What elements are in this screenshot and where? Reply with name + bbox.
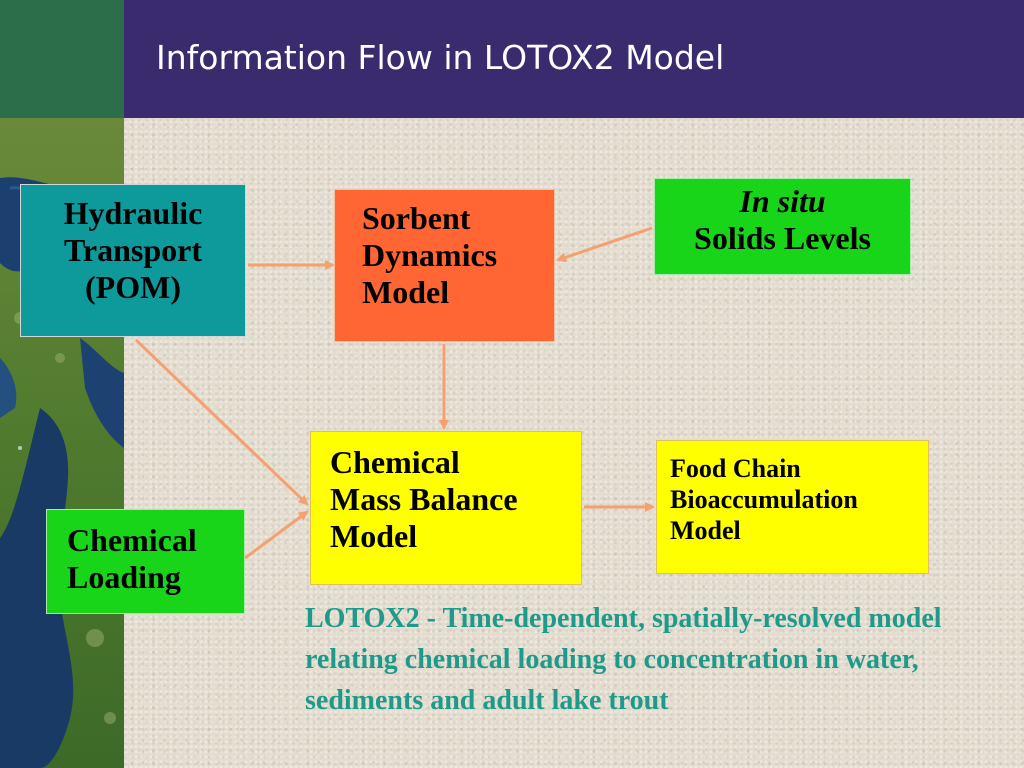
model-description: LOTOX2 - Time-dependent, spatially-resol… bbox=[305, 603, 942, 716]
slide-title: Information Flow in LOTOX2 Model bbox=[156, 38, 725, 77]
header-bar bbox=[124, 0, 1024, 118]
box-line: Hydraulic bbox=[63, 195, 203, 231]
box-line: Sorbent bbox=[362, 200, 471, 236]
food-chain-box: Food Chain Bioaccumulation Model bbox=[656, 440, 929, 574]
box-line: Chemical bbox=[67, 522, 197, 558]
in-situ-solids-box: In situ Solids Levels bbox=[654, 178, 911, 275]
box-line: Food Chain bbox=[670, 454, 801, 483]
box-line: Transport bbox=[63, 231, 203, 268]
box-line: Dynamics bbox=[362, 236, 498, 273]
box-line: Mass Balance bbox=[330, 480, 518, 517]
box-line: Solids Levels bbox=[694, 219, 871, 256]
box-line-italic: In situ bbox=[739, 183, 826, 219]
box-line: Chemical bbox=[330, 444, 460, 480]
hydraulic-transport-box: Hydraulic Transport (POM) bbox=[20, 184, 246, 337]
box-line: Model bbox=[330, 517, 418, 554]
sorbent-dynamics-box: Sorbent Dynamics Model bbox=[334, 189, 555, 342]
box-line: Bioaccumulation bbox=[670, 485, 858, 515]
corner-block bbox=[0, 0, 124, 118]
box-line: (POM) bbox=[85, 268, 181, 305]
chemical-loading-box: Chemical Loading bbox=[46, 509, 245, 614]
box-line: Model bbox=[362, 273, 450, 310]
box-line: Model bbox=[670, 516, 741, 546]
box-line: Loading bbox=[67, 558, 181, 595]
chemical-mass-balance-box: Chemical Mass Balance Model bbox=[310, 431, 582, 585]
